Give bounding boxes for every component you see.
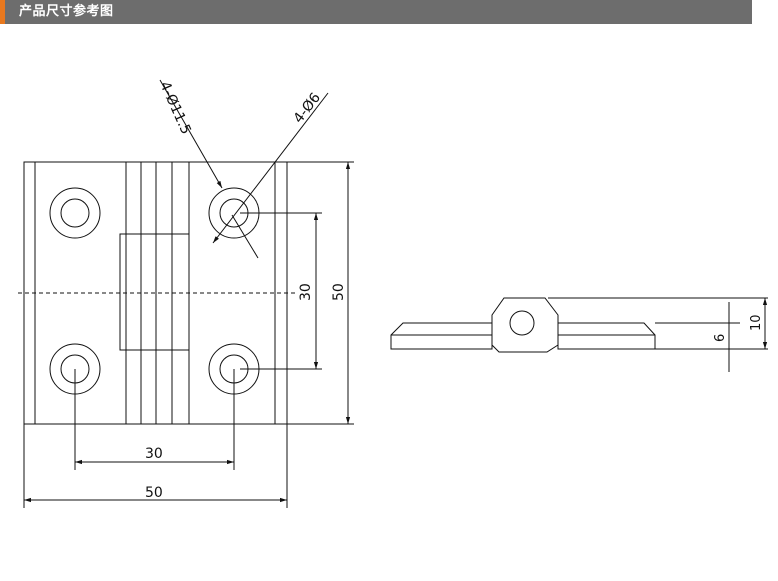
side-pin-hole: [509, 310, 535, 336]
side-right-plate: [557, 322, 656, 350]
dim-hole-spacing-horizontal: 30: [145, 446, 163, 462]
side-dim-knuckle-height: 10: [749, 314, 764, 331]
dim-overall-height: 50: [331, 283, 347, 301]
side-view: [390, 297, 768, 372]
leader-small-holes: [212, 92, 329, 244]
knuckle-step-outline: [119, 233, 189, 351]
side-knuckle: [491, 297, 559, 353]
side-dim-plate-thickness: 6: [713, 334, 728, 342]
side-left-plate: [390, 322, 493, 350]
callout-small-holes: 4-Ø6: [291, 90, 325, 127]
leader-large-holes: [159, 79, 223, 189]
section-title: 产品尺寸参考图: [19, 4, 114, 19]
header-accent-stripe: [0, 0, 5, 24]
dim-hole-spacing-vertical: 30: [298, 283, 314, 301]
dim-overall-width: 50: [145, 485, 163, 501]
hole-top-left: [49, 187, 101, 239]
section-header-bar: 产品尺寸参考图: [0, 0, 752, 24]
front-view: [18, 79, 354, 508]
callout-large-holes: 4-Ø11.5: [156, 79, 193, 137]
